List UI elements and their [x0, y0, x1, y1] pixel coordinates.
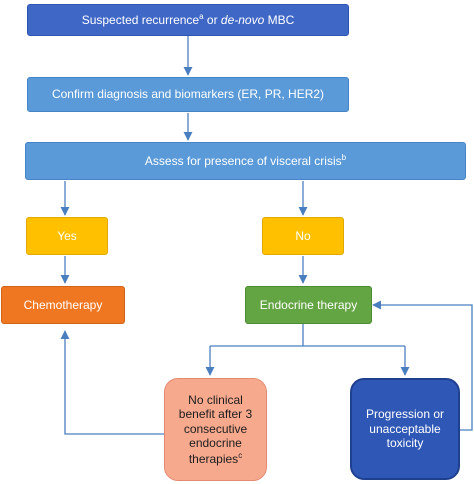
edge-progression-to-endocrine — [372, 300, 473, 431]
node-no-text: No — [295, 228, 311, 243]
node-progression-text: Progression or unacceptable toxicity — [365, 407, 445, 451]
node-yes: Yes — [26, 217, 108, 255]
node-no-clinical-benefit: No clinical benefit after 3 consecutive … — [164, 378, 267, 481]
node-assess-visceral-crisis: Assess for presence of visceral crisisb — [25, 142, 466, 180]
node-assess-text: Assess for presence of visceral crisisb — [144, 153, 347, 169]
node-suspected-text: Suspected recurrencea or de-novo MBC — [81, 12, 295, 28]
node-suspected-recurrence: Suspected recurrencea or de-novo MBC — [27, 4, 349, 36]
node-endocrine-therapy: Endocrine therapy — [245, 286, 372, 324]
node-confirm-text: Confirm diagnosis and biomarkers (ER, PR… — [51, 87, 325, 102]
node-no-benefit-text: No clinical benefit after 3 consecutive … — [178, 393, 253, 466]
node-progression-toxicity: Progression or unacceptable toxicity — [350, 378, 460, 480]
edge-no-benefit-to-chemo — [60, 330, 164, 435]
node-endocrine-text: Endocrine therapy — [259, 297, 358, 312]
node-chemotherapy-text: Chemotherapy — [23, 297, 103, 312]
node-no: No — [262, 217, 344, 255]
node-confirm-diagnosis: Confirm diagnosis and biomarkers (ER, PR… — [27, 77, 349, 112]
node-yes-text: Yes — [57, 228, 77, 243]
edge-endocrine-split — [210, 323, 405, 347]
node-chemotherapy: Chemotherapy — [1, 286, 125, 324]
